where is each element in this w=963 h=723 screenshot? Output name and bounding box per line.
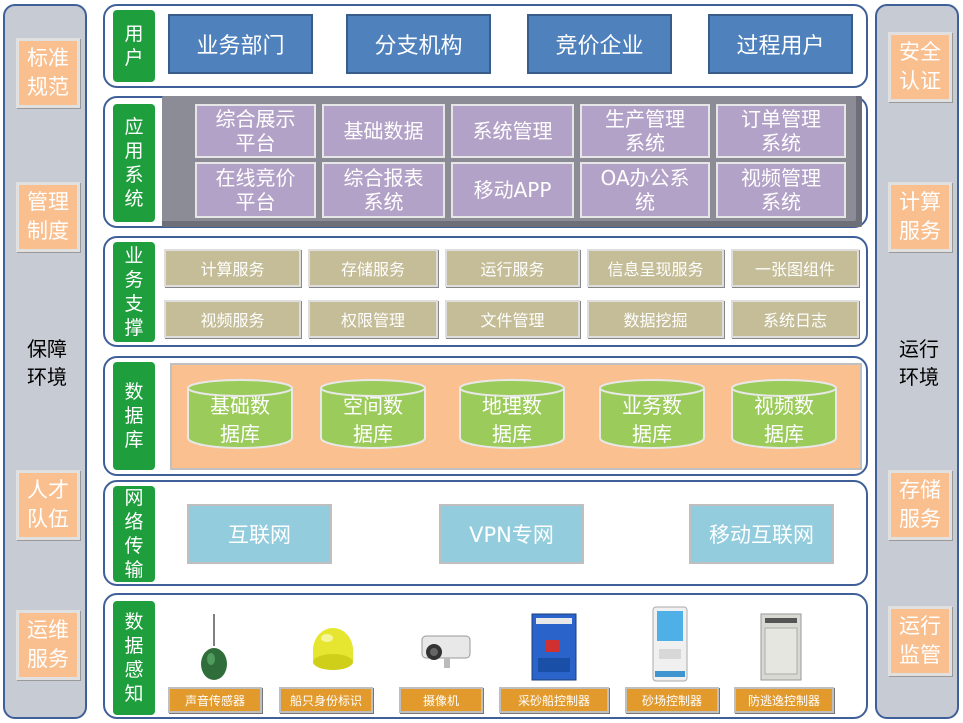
- user-bidding-enterprise: 竞价企业: [527, 14, 672, 74]
- standard-spec-box: 标准 规范: [16, 38, 80, 108]
- database-cylinder: 地理数 据库: [458, 378, 566, 450]
- app-item: OA办公系 统: [580, 162, 710, 218]
- camera-icon: [414, 630, 474, 670]
- network-layer-label: 网 络 传 输: [113, 486, 155, 582]
- device-label: 声音传感器: [168, 687, 262, 713]
- security-auth-box: 安全 认证: [888, 32, 952, 102]
- database-name: 空间数 据库: [319, 392, 427, 448]
- sound-sensor-icon: [196, 612, 232, 682]
- network-mobile-internet: 移动互联网: [689, 504, 834, 564]
- runtime-environment-label: 运行 环境: [883, 333, 955, 393]
- ops-service-box: 运维 服务: [16, 610, 80, 680]
- database-cylinder: 视频数 据库: [730, 378, 838, 450]
- support-layer-label: 业 务 支 撑: [113, 242, 155, 342]
- support-item: 一张图组件: [731, 249, 859, 287]
- database-name: 业务数 据库: [598, 392, 706, 448]
- app-item: 综合展示 平台: [195, 104, 316, 158]
- guarantee-environment-column: 标准 规范 管理 制度 保障 环境 人才 队伍 运维 服务: [3, 4, 87, 719]
- database-name: 地理数 据库: [458, 392, 566, 448]
- device-label: 采砂船控制器: [499, 687, 609, 713]
- support-item: 数据挖掘: [587, 300, 724, 338]
- ship-id-tag-icon: [310, 622, 356, 674]
- app-item: 在线竞价 平台: [195, 162, 316, 218]
- database-name: 基础数 据库: [186, 392, 294, 448]
- anti-escape-controller-icon: [759, 612, 803, 682]
- compute-service-box: 计算 服务: [888, 182, 952, 252]
- support-item: 系统日志: [731, 300, 859, 338]
- support-item: 信息呈现服务: [587, 249, 724, 287]
- sand-yard-controller-icon: [651, 605, 689, 683]
- app-item: 视频管理 系统: [716, 162, 846, 218]
- app-item: 移动APP: [451, 162, 574, 218]
- sand-ship-controller-icon: [530, 612, 578, 682]
- database-layer-label: 数 据 库: [113, 362, 155, 470]
- device-label: 船只身份标识: [279, 687, 373, 713]
- device-label: 防逃逸控制器: [734, 687, 834, 713]
- database-cylinder: 基础数 据库: [186, 378, 294, 450]
- sensing-layer-label: 数 据 感 知: [113, 601, 155, 715]
- user-layer-label: 用 户: [113, 10, 155, 82]
- user-branch: 分支机构: [346, 14, 491, 74]
- support-item: 视频服务: [164, 300, 301, 338]
- support-item: 权限管理: [308, 300, 438, 338]
- support-item: 计算服务: [164, 249, 301, 287]
- guarantee-environment-label: 保障 环境: [11, 333, 83, 393]
- app-item: 综合报表 系统: [322, 162, 445, 218]
- database-cylinder: 空间数 据库: [319, 378, 427, 450]
- support-item: 运行服务: [445, 249, 580, 287]
- app-item: 生产管理 系统: [580, 104, 710, 158]
- support-item: 文件管理: [445, 300, 580, 338]
- app-item: 基础数据: [322, 104, 445, 158]
- runtime-monitor-box: 运行 监管: [888, 606, 952, 676]
- database-name: 视频数 据库: [730, 392, 838, 448]
- network-internet: 互联网: [187, 504, 332, 564]
- app-item: 系统管理: [451, 104, 574, 158]
- user-process-user: 过程用户: [708, 14, 853, 74]
- network-vpn: VPN专网: [439, 504, 584, 564]
- talent-team-box: 人才 队伍: [16, 470, 80, 540]
- device-label: 砂场控制器: [625, 687, 719, 713]
- app-layer-label: 应 用 系 统: [113, 104, 155, 222]
- app-item: 订单管理 系统: [716, 104, 846, 158]
- support-item: 存储服务: [308, 249, 438, 287]
- runtime-environment-column: 安全 认证 计算 服务 运行 环境 存储 服务 运行 监管: [875, 4, 959, 719]
- storage-service-box: 存储 服务: [888, 470, 952, 540]
- management-system-box: 管理 制度: [16, 182, 80, 252]
- user-business-dept: 业务部门: [168, 14, 313, 74]
- database-cylinder: 业务数 据库: [598, 378, 706, 450]
- device-label: 摄像机: [399, 687, 483, 713]
